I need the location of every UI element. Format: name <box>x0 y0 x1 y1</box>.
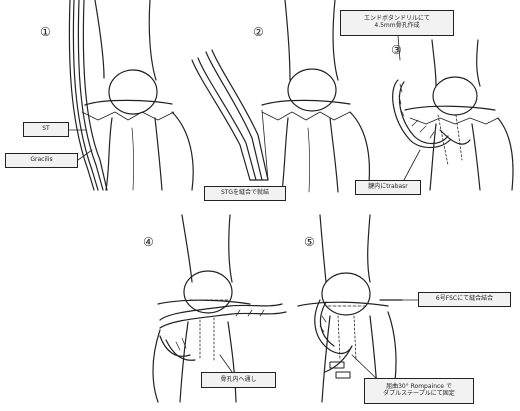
step-number-2: ② <box>253 26 264 38</box>
panel-3-graft-loop <box>393 80 470 148</box>
panel-4-graft-through-tunnel <box>160 304 286 360</box>
panel-1-knee <box>82 0 193 190</box>
label-step3-drill-line2: 4.5mm骨孔作成 <box>374 23 419 30</box>
label-gracilis: Gracilis <box>5 153 78 168</box>
label-step5-suture: 6号FSCにて縫合結合 <box>418 292 511 307</box>
step-number-5: ⑤ <box>304 236 315 248</box>
label-step4-pass: 骨孔内へ通し <box>201 372 276 388</box>
label-step3-tendon: 腱内にtrabasr <box>355 180 421 195</box>
panel-3-knee <box>405 40 513 190</box>
annotation-leader-lines <box>68 36 420 380</box>
panel-2-harvested-tendons <box>192 50 268 180</box>
label-step5-fixation-line2: ダブルステープルにて固定 <box>383 391 455 398</box>
label-st: ST <box>23 122 69 137</box>
label-step3-drill: エンドボタンドリルにて 4.5mm骨孔作成 <box>340 10 454 36</box>
step-number-3: ③ <box>391 44 402 56</box>
label-step2-suture: STGを縫合で就結 <box>204 186 286 201</box>
label-step5-fixation: 屈曲30° Rompaince で ダブルステープルにて固定 <box>364 378 474 404</box>
step-number-4: ④ <box>143 236 154 248</box>
step-number-1: ① <box>40 26 51 38</box>
